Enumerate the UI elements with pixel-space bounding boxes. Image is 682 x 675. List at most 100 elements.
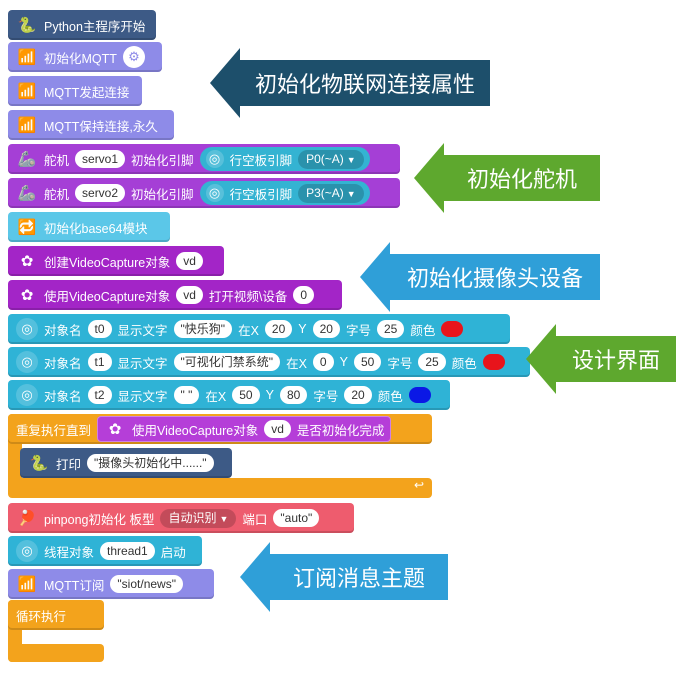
color-swatch[interactable]	[482, 354, 505, 370]
mqtt-init-block[interactable]: 📶 初始化MQTT ⚙	[8, 42, 162, 72]
mqtt-keep-block[interactable]: 📶 MQTT保持连接,永久	[8, 110, 174, 140]
board-pin-block[interactable]: ◎ 行空板引脚 P0(~A)▼	[199, 147, 370, 171]
font-size-label: 字号	[345, 323, 371, 338]
screen-ring-icon: ◎	[205, 184, 224, 202]
python-icon: 🐍	[17, 17, 37, 34]
text-input[interactable]: "可视化门禁系统"	[173, 353, 281, 371]
callout-camera-text: 初始化摄像头设备	[406, 267, 583, 292]
x-input[interactable]: 50	[232, 386, 260, 404]
mqtt-subscribe-block[interactable]: 📶 MQTT订阅 "siot/news"	[8, 569, 214, 599]
mqtt-connect-block[interactable]: 📶 MQTT发起连接	[8, 76, 142, 106]
y-label: Y	[298, 322, 307, 336]
python-start-label: Python主程序开始	[44, 19, 146, 34]
color-label: 颜色	[451, 356, 477, 371]
y-input[interactable]: 50	[353, 353, 382, 371]
cv-obj-input[interactable]: vd	[264, 420, 291, 438]
board-type-dropdown[interactable]: 自动识别▼	[160, 508, 237, 528]
obj-name-input[interactable]: t2	[87, 386, 112, 404]
text-input[interactable]: "快乐狗"	[173, 320, 233, 338]
servo-init-label: 初始化引脚	[131, 153, 194, 168]
loop-footer	[8, 644, 104, 662]
cv-obj-input[interactable]: vd	[176, 252, 203, 270]
thread-start-block[interactable]: ◎ 线程对象 thread1 启动	[8, 536, 202, 566]
cv-open-block[interactable]: ✿ 使用VideoCapture对象 vd 打开视频\设备 0	[8, 280, 342, 310]
x-label: 在X	[205, 389, 227, 404]
callout-servo: 初始化舵机	[414, 143, 600, 213]
font-size-input[interactable]: 25	[377, 320, 405, 338]
caret-down-icon: ▼	[346, 188, 356, 199]
board-pin-label: 行空板引脚	[229, 153, 293, 168]
cv-create-label: 创建VideoCapture对象	[44, 255, 171, 270]
pinpong-init-block[interactable]: 🏓 pinpong初始化 板型 自动识别▼ 端口 "auto"	[8, 503, 354, 533]
board-pin-block[interactable]: ◎ 行空板引脚 P3(~A)▼	[199, 181, 370, 205]
mqtt-keep-label: MQTT保持连接,永久	[44, 119, 158, 134]
mqtt-connect-label: MQTT发起连接	[44, 85, 130, 100]
topic-input[interactable]: "siot/news"	[110, 575, 183, 593]
loop-forever-block[interactable]: 循环执行	[8, 600, 104, 630]
python-start-block[interactable]: 🐍 Python主程序开始	[8, 10, 156, 40]
thread-obj-input[interactable]: thread1	[100, 542, 155, 560]
servo-name-input[interactable]: servo2	[75, 184, 126, 202]
base64-init-block[interactable]: 🔁 初始化base64模块	[8, 212, 170, 242]
servo2-init-block[interactable]: 🦾 舵机 servo2 初始化引脚 ◎ 行空板引脚 P3(~A)▼	[8, 178, 400, 208]
pinpong-label: pinpong初始化 板型	[44, 512, 155, 527]
obj-name-input[interactable]: t0	[87, 320, 112, 338]
font-size-input[interactable]: 20	[344, 386, 372, 404]
x-label: 在X	[238, 323, 259, 338]
repeat-until-block[interactable]: 重复执行直到 ✿ 使用VideoCapture对象 vd 是否初始化完成	[8, 414, 432, 444]
y-label: Y	[339, 355, 348, 369]
board-pin-label: 行空板引脚	[229, 187, 293, 202]
font-size-input[interactable]: 25	[418, 353, 446, 371]
pin-value: P0(~A)	[306, 151, 344, 166]
y-input[interactable]: 20	[312, 320, 340, 338]
y-input[interactable]: 80	[279, 386, 308, 404]
port-input[interactable]: "auto"	[273, 509, 320, 527]
callout-arrow-tip	[526, 324, 556, 394]
x-input[interactable]: 0	[312, 353, 334, 371]
obj-name-input[interactable]: t1	[87, 353, 112, 371]
servo-name-input[interactable]: servo1	[75, 150, 126, 168]
callout-arrow-tip	[414, 143, 444, 213]
font-size-label: 字号	[313, 389, 339, 404]
pin-dropdown[interactable]: P0(~A)▼	[298, 149, 364, 169]
show-text-label: 显示文字	[117, 356, 168, 371]
x-input[interactable]: 20	[264, 320, 293, 338]
screen-ring-icon: ◎	[205, 150, 224, 168]
print-block[interactable]: 🐍 打印 "摄像头初始化中......"	[20, 448, 232, 478]
text-t1-block[interactable]: ◎ 对象名 t1 显示文字 "可视化门禁系统" 在X 0 Y 50 字号 25 …	[8, 347, 530, 377]
show-text-label: 显示文字	[117, 323, 168, 338]
cv-obj-input[interactable]: vd	[176, 286, 203, 304]
caret-down-icon: ▼	[219, 513, 229, 524]
servo-icon: 🦾	[17, 185, 37, 202]
cv-create-block[interactable]: ✿ 创建VideoCapture对象 vd	[8, 246, 224, 276]
callout-arrow-tip	[360, 242, 390, 312]
text-t2-block[interactable]: ◎ 对象名 t2 显示文字 " " 在X 50 Y 80 字号 20 颜色	[8, 380, 450, 410]
board-type-value: 自动识别	[168, 510, 217, 525]
opencv-icon: ✿	[108, 421, 122, 438]
mqtt-init-label: 初始化MQTT	[44, 51, 117, 66]
cv-cond-label: 使用VideoCapture对象	[132, 423, 259, 438]
pin-value: P3(~A)	[306, 185, 344, 200]
text-t0-block[interactable]: ◎ 对象名 t0 显示文字 "快乐狗" 在X 20 Y 20 字号 25 颜色	[8, 314, 510, 344]
servo-label: 舵机	[44, 153, 70, 168]
callout-ui-text: 设计界面	[571, 349, 660, 374]
callout-camera: 初始化摄像头设备	[360, 242, 600, 312]
gear-icon[interactable]: ⚙	[122, 46, 145, 68]
wifi-mqtt-icon: 📶	[17, 117, 37, 134]
cv-ready-condition[interactable]: ✿ 使用VideoCapture对象 vd 是否初始化完成	[97, 416, 392, 442]
callout-ui: 设计界面	[526, 324, 676, 394]
base64-label: 初始化base64模块	[44, 221, 148, 236]
repeat-until-footer	[8, 478, 432, 498]
text-input[interactable]: " "	[173, 386, 200, 404]
print-text-input[interactable]: "摄像头初始化中......"	[87, 454, 214, 472]
pin-dropdown[interactable]: P3(~A)▼	[298, 183, 364, 203]
cv-index-input[interactable]: 0	[293, 286, 315, 304]
callout-subscribe-text: 订阅消息主题	[292, 567, 425, 592]
thread-label: 线程对象	[44, 545, 95, 560]
font-size-label: 字号	[387, 356, 413, 371]
loop-arrows-icon: 🔁	[17, 219, 37, 236]
servo1-init-block[interactable]: 🦾 舵机 servo1 初始化引脚 ◎ 行空板引脚 P0(~A)▼	[8, 144, 400, 174]
python-icon: 🐍	[29, 455, 49, 472]
color-swatch[interactable]	[441, 321, 464, 337]
color-swatch[interactable]	[408, 387, 431, 403]
